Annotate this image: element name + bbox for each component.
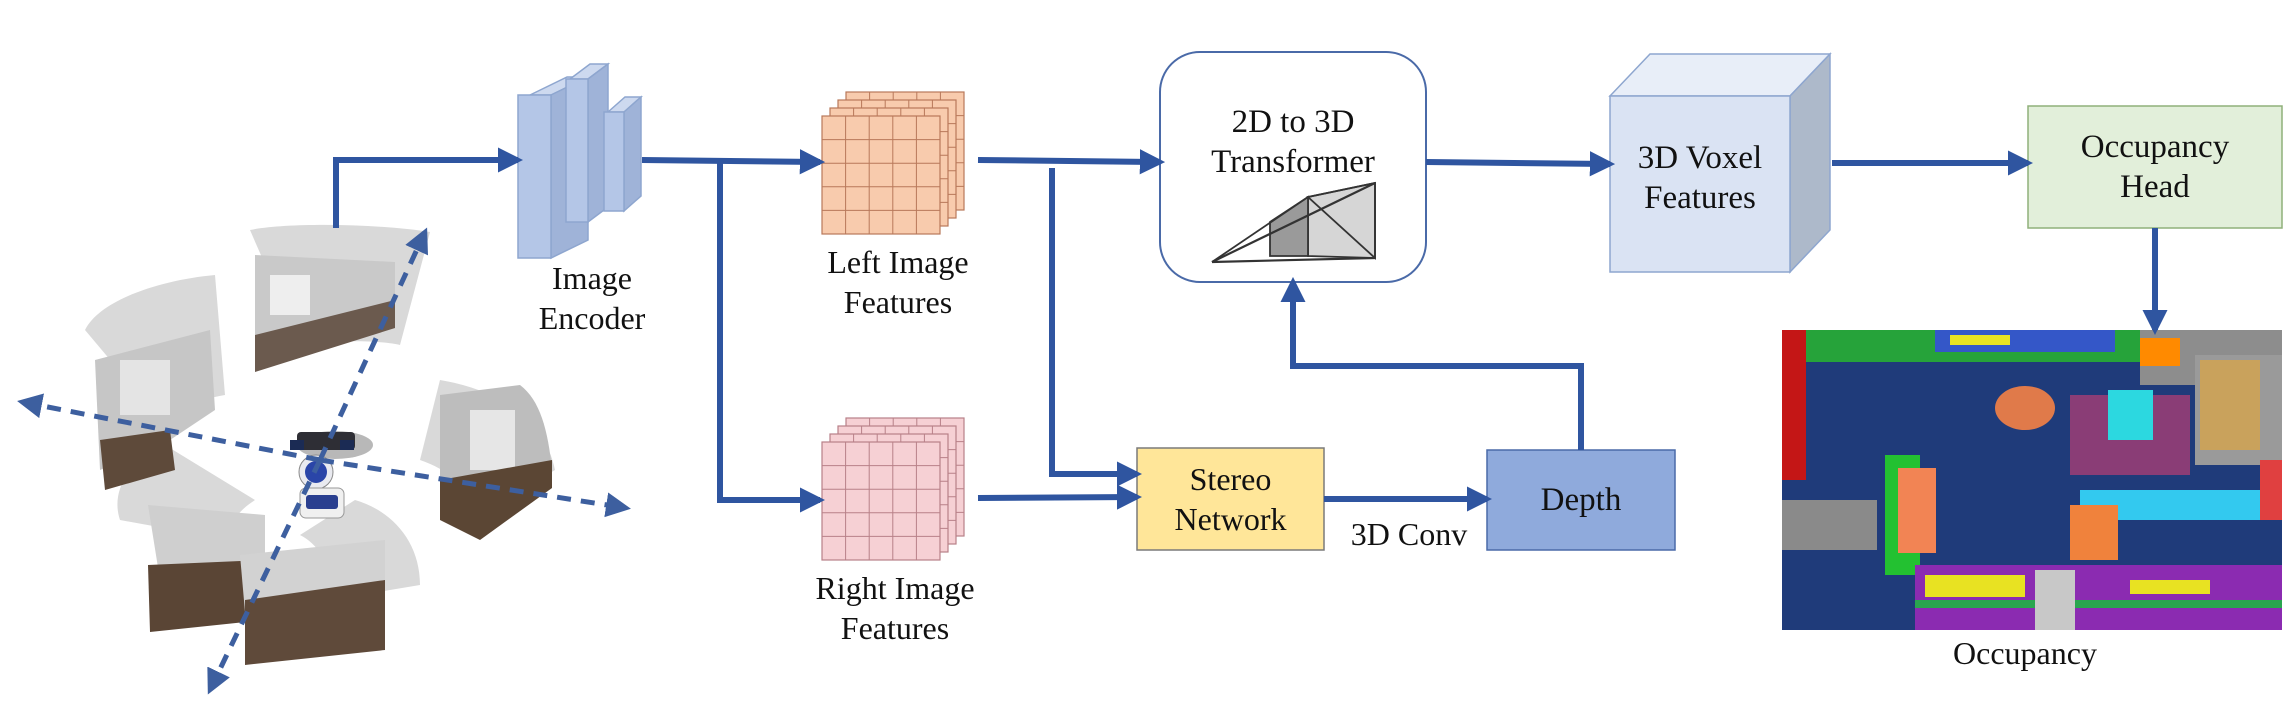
voxel-cube [1608,52,1832,274]
depth-label: Depth [1540,482,1622,518]
voxel-features-label: 3D Voxel Features [1610,138,1790,218]
conv-label: 3D Conv [1350,516,1468,552]
room-panel-right [440,385,552,540]
image-encoder-label: Image Encoder [522,258,662,338]
occupancy-output-label: Occupancy [1953,635,2097,671]
occupancy-output-image [1782,330,2282,630]
room-panel-left [95,330,215,490]
robot-icon [290,431,373,519]
transformer-box [1159,51,1427,283]
stereo-line1: Stereo [1189,461,1272,497]
transformer-label: 2D to 3D Transformer [1175,102,1411,182]
left-features-line2: Features [843,284,953,320]
dashed-axes [17,227,631,695]
arrows [333,147,2168,513]
image-encoder-label-line1: Image [552,260,632,296]
right-feature-grid-icon [821,417,965,561]
voxel-line1: 3D Voxel [1637,140,1763,176]
right-features-line1: Right Image [815,570,975,606]
transformer-line1: 2D to 3D [1231,104,1355,140]
left-features-line1: Left Image [827,244,969,280]
right-features-line2: Features [840,610,950,646]
left-feature-grid-icon [821,91,965,235]
occupancy-head-line2: Head [2120,169,2190,205]
stereo-network-label: Stereo Network [1137,448,1324,550]
left-features-label: Left Image Features [800,242,996,322]
room-panel-bottom [148,505,385,665]
voxel-line2: Features [1644,180,1756,216]
room-panel-top [255,255,395,372]
occupancy-head-label: Occupancy Head [2028,106,2282,228]
occupancy-head-box [2027,105,2283,229]
occupancy-head-line1: Occupancy [2080,129,2230,165]
right-features-label: Right Image Features [790,568,1000,648]
frustum-icon [1211,181,1376,264]
stereo-line2: Network [1174,501,1287,537]
camera-rig-illustration [17,224,631,695]
image-encoder-icon [517,62,643,260]
transformer-line2: Transformer [1211,144,1375,180]
image-encoder-label-line2: Encoder [538,300,646,336]
